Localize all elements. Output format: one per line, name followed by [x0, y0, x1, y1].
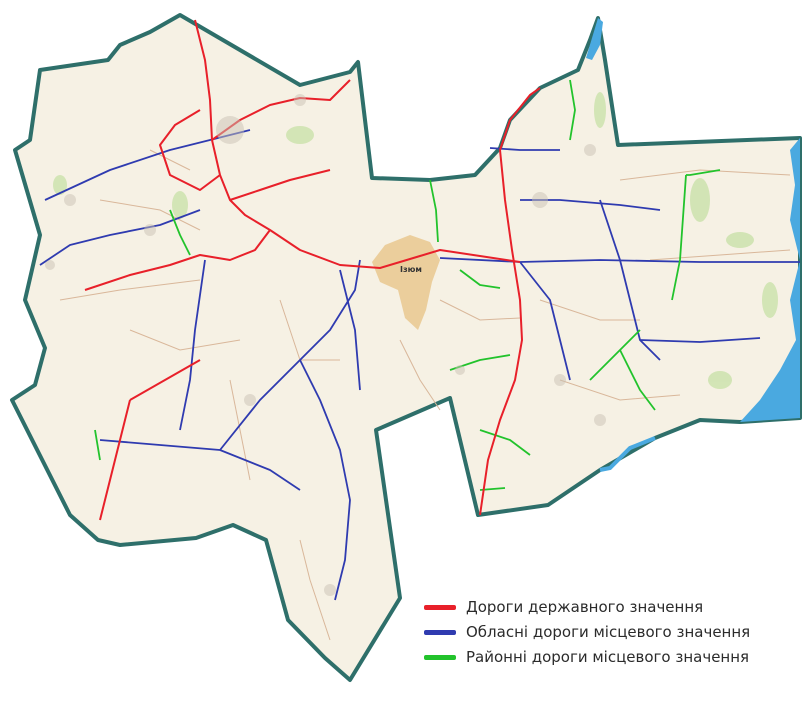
state-roads [84, 19, 541, 521]
district-territory [10, 13, 802, 682]
green-line-icon [424, 654, 456, 660]
legend-item-district-roads: Районні дороги місцевого значення [424, 646, 794, 668]
forest-areas [53, 92, 778, 389]
settlement-markers [45, 94, 606, 596]
legend-label: Районні дороги місцевого значення [466, 648, 750, 666]
blue-line-icon [424, 629, 456, 635]
city-label: Ізюм [400, 265, 422, 274]
legend-label: Обласні дороги місцевого значення [466, 623, 751, 641]
river-southeast [599, 436, 656, 472]
city-urban-area [372, 235, 440, 330]
minor-roads [59, 149, 791, 641]
legend-item-oblast-roads: Обласні дороги місцевого значення [424, 621, 794, 643]
river-water [586, 18, 603, 60]
map-legend: Дороги державного значення Обласні дорог… [424, 596, 794, 671]
district-roads [94, 79, 721, 491]
legend-label: Дороги державного значення [466, 598, 704, 616]
reservoir-water [740, 138, 800, 422]
legend-item-state-roads: Дороги державного значення [424, 596, 794, 618]
red-line-icon [424, 604, 456, 610]
